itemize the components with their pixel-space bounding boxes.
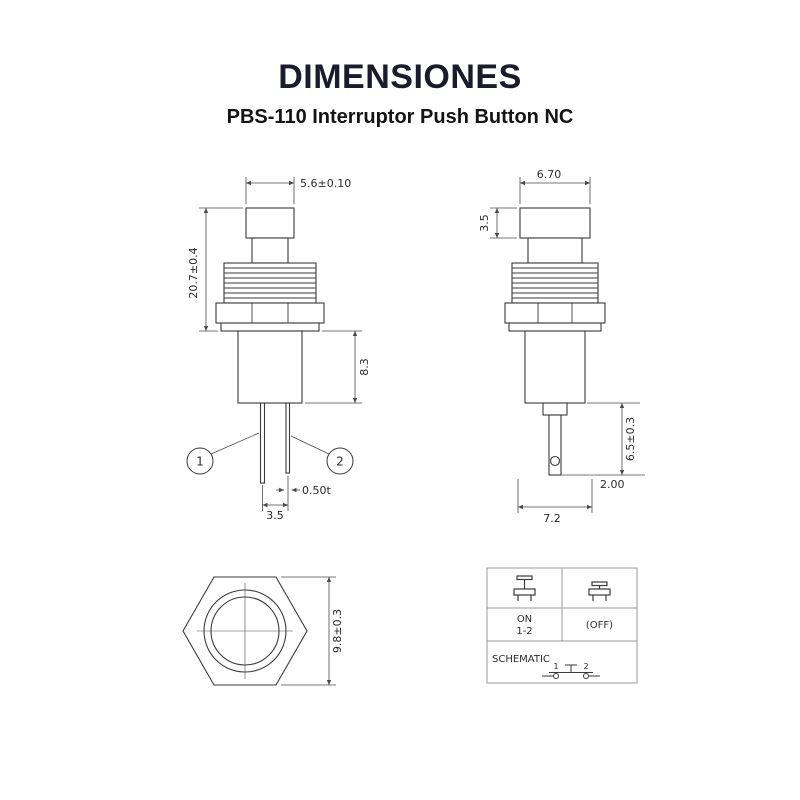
terminal-hole (549, 455, 561, 467)
dim-label-terminal-length: 6.5±0.3 (624, 417, 637, 461)
dim-label-cap-width: 5.6±0.10 (300, 177, 351, 190)
front-view-body (215, 207, 325, 484)
front-terminal-2 (285, 402, 291, 474)
side-dim-hole: 2.00 (600, 478, 625, 491)
front-hex-nut (215, 302, 325, 324)
dim-label-body-width: 7.2 (543, 512, 561, 525)
callout-circle-2 (326, 447, 354, 475)
terminal-callout-1: 1 (186, 432, 260, 475)
front-washer (220, 322, 320, 332)
dim-label-pin-thickness: 0.50t (302, 484, 331, 497)
front-neck (251, 237, 289, 264)
front-dim-pin-spacing: 3.5 (262, 476, 289, 522)
dim-label-pin-spacing: 3.5 (266, 509, 284, 522)
page-subtitle: PBS-110 Interruptor Push Button NC (226, 106, 574, 128)
side-dim-body-width: 7.2 (517, 479, 593, 525)
terminal-callout-2: 2 (290, 435, 354, 475)
on-pins-label: 1-2 (516, 626, 532, 637)
nc-contact-symbol: 1 2 (542, 662, 600, 679)
button-released-icon (513, 575, 536, 601)
schematic-table: ON 1-2 (OFF) SCHEMATIC 1 2 (486, 567, 638, 684)
front-dim-body-height: 8.3 (305, 330, 371, 404)
schematic-pin2-label: 2 (583, 662, 588, 671)
dim-label-overall-height: 20.7±0.4 (187, 247, 200, 298)
front-dim-pin-thickness: 0.50t (276, 484, 331, 497)
side-hex-nut (504, 302, 606, 324)
side-view: 6.70 3.5 6.5±0.3 2.00 (478, 168, 645, 525)
front-base-body (237, 330, 303, 404)
schematic-label: SCHEMATIC (492, 654, 550, 665)
callout-circle-1 (186, 447, 214, 475)
front-view: 5.6±0.10 20.7±0.4 8.3 1 (186, 177, 371, 522)
dim-label-body-height: 8.3 (358, 358, 371, 376)
side-neck (527, 237, 583, 264)
callout-number-1: 1 (196, 455, 204, 469)
side-terminal-shoulder (542, 402, 568, 416)
page-title: DIMENSIONES (278, 58, 522, 96)
side-dim-terminal-length: 6.5±0.3 (562, 402, 645, 476)
schematic-pin1-label: 1 (553, 662, 558, 671)
side-view-body (504, 207, 606, 476)
dim-label-across-flats: 9.8±0.3 (331, 609, 344, 653)
off-state-label: (OFF) (586, 620, 613, 631)
button-pressed-icon (588, 581, 611, 601)
top-dim-across-flats: 9.8±0.3 (281, 576, 344, 686)
callout-number-2: 2 (336, 455, 344, 469)
on-state-label: ON (517, 614, 532, 625)
dim-label-hole-diameter: 2.00 (600, 478, 625, 491)
dim-label-side-cap-height: 3.5 (478, 214, 491, 232)
front-dim-overall-height: 20.7±0.4 (187, 207, 243, 332)
side-washer (508, 322, 602, 332)
side-cap (519, 207, 591, 239)
top-view: 9.8±0.3 (182, 576, 344, 686)
dim-label-side-cap-width: 6.70 (537, 168, 562, 181)
front-terminal-1 (259, 402, 266, 484)
technical-drawing: 5.6±0.10 20.7±0.4 8.3 1 (182, 168, 645, 686)
side-base-body (524, 330, 586, 404)
front-cap (245, 207, 295, 239)
front-dim-cap-width: 5.6±0.10 (245, 177, 351, 204)
side-dim-cap-width: 6.70 (519, 168, 591, 204)
side-dim-cap-height: 3.5 (478, 207, 517, 239)
